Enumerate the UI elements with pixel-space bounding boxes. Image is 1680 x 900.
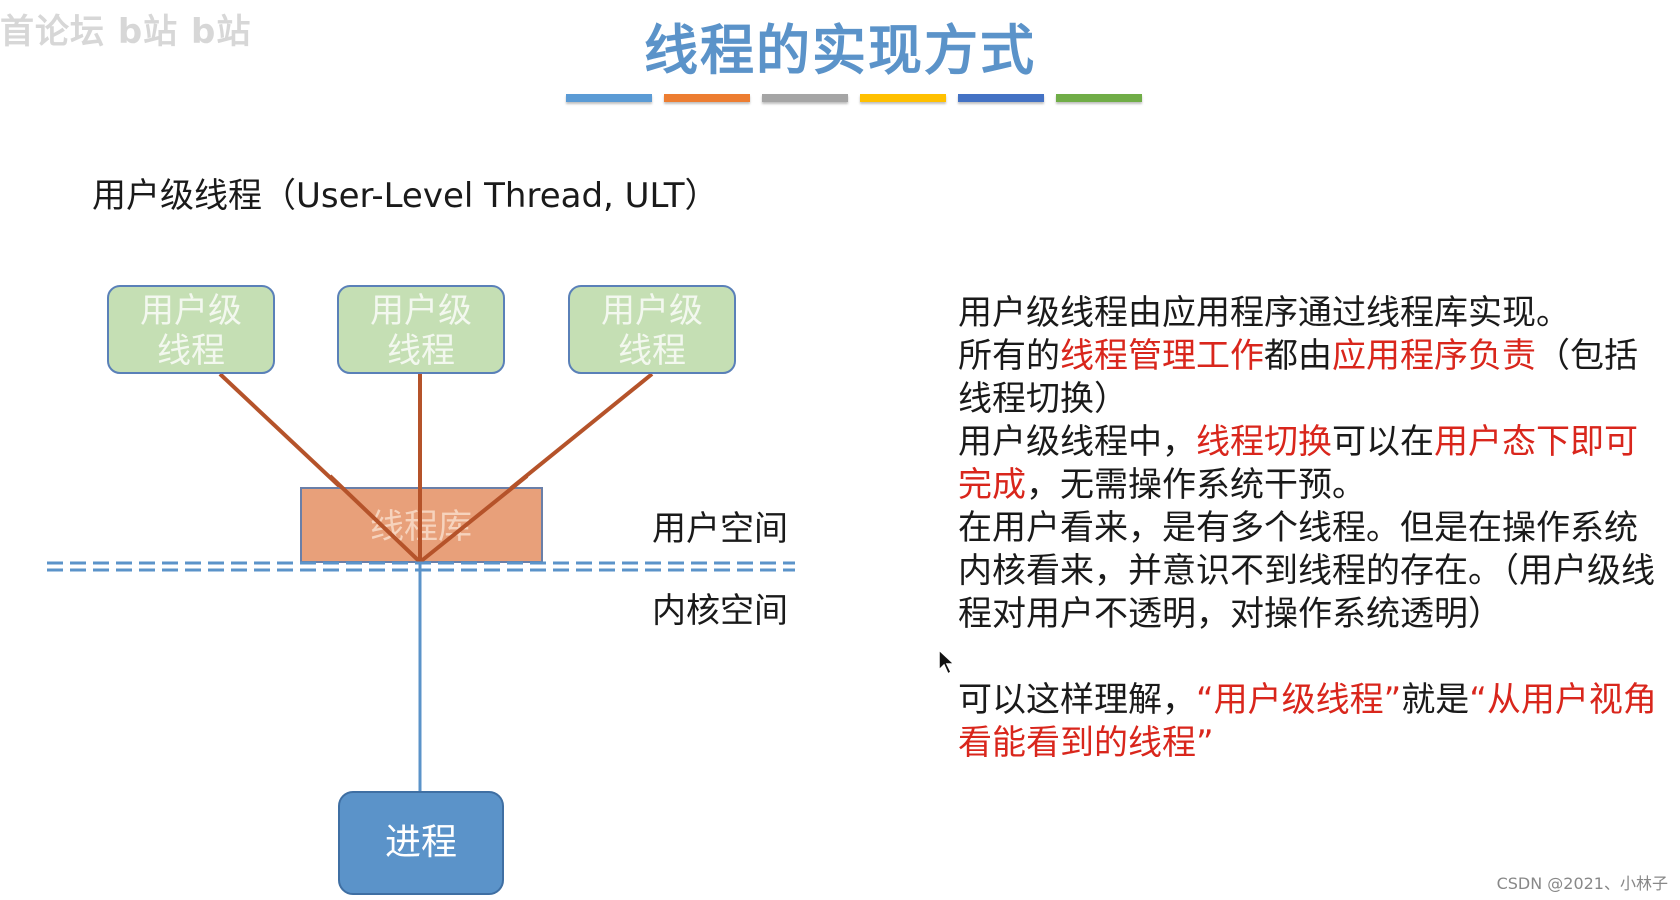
paragraph-spacer	[958, 636, 1658, 679]
title-color-bar-3	[762, 94, 848, 102]
title-color-bar-4	[860, 94, 946, 102]
paragraph-3: 用户级线程中，线程切换可以在用户态下即可完成，无需操作系统干预。	[958, 421, 1658, 507]
paragraph-1: 用户级线程由应用程序通过线程库实现。	[958, 293, 1570, 333]
user-thread-1-line1: 用户级	[140, 291, 242, 331]
paragraph-5-a: 可以这样理解，	[958, 680, 1196, 720]
title-color-bar-6	[1056, 94, 1142, 102]
app-responsible-highlight: 应用程序负责	[1332, 336, 1536, 376]
mouse-cursor-icon	[938, 648, 956, 676]
title-color-bar-5	[958, 94, 1044, 102]
paragraph-5-c: 就是	[1401, 680, 1470, 720]
kernel-space-label: 内核空间	[652, 591, 788, 631]
user-thread-3-box	[568, 285, 736, 374]
title-color-bars	[566, 94, 1142, 102]
thread-management-highlight: 线程管理工作	[1060, 336, 1264, 376]
user-mode-highlight: 用户态下即可完成	[958, 422, 1638, 505]
process-label: 进程	[385, 822, 457, 863]
paragraph-2-e: （包括线程切换）	[958, 336, 1638, 419]
user-space-label: 用户空间	[652, 509, 788, 549]
user-thread-3-line1: 用户级	[601, 291, 703, 331]
watermark: 首论坛 b站 b站	[0, 12, 252, 52]
subtitle: 用户级线程（User-Level Thread, ULT）	[92, 176, 719, 216]
paragraph-2-c: 都由	[1264, 336, 1332, 376]
paragraph-4: 在用户看来，是有多个线程。但是在操作系统内核看来，并意识不到线程的存在。（用户级…	[958, 508, 1655, 634]
user-thread-1: 用户级 线程	[107, 285, 275, 374]
user-thread-1-line2: 线程	[157, 331, 225, 371]
ult-quote-highlight: “用户级线程”	[1196, 680, 1402, 720]
paragraph-2: 所有的线程管理工作都由应用程序负责（包括线程切换）	[958, 335, 1658, 421]
title-color-bar-2	[664, 94, 750, 102]
connector-overlay-3	[418, 474, 529, 564]
user-thread-1-box	[107, 285, 275, 374]
process-box	[338, 791, 504, 895]
title-color-bar-1	[566, 94, 652, 102]
user-thread-3: 用户级 线程	[568, 285, 736, 374]
ult-diagram: 线程库 用户级 线程 用户级 线程 用户级 线程 用户空间 内核空间 进程	[47, 285, 795, 895]
thread-switch-highlight: 线程切换	[1196, 422, 1332, 462]
user-thread-3-line2: 线程	[618, 331, 686, 371]
paragraph-3-a: 用户级线程中，	[958, 422, 1196, 462]
paragraph-3-c: 可以在	[1332, 422, 1434, 462]
paragraph-3-e: ，无需操作系统干预。	[1026, 465, 1366, 505]
paragraph-2-a: 所有的	[958, 336, 1060, 376]
csdn-watermark: CSDN @2021、小林子	[1496, 874, 1668, 893]
user-thread-2-line2: 线程	[387, 331, 455, 371]
explanation-text: 用户级线程由应用程序通过线程库实现。 所有的线程管理工作都由应用程序负责（包括线…	[958, 292, 1658, 765]
slide-title: 线程的实现方式	[644, 19, 1036, 82]
user-thread-2: 用户级 线程	[337, 285, 505, 374]
user-thread-2-line1: 用户级	[370, 291, 472, 331]
paragraph-5: 可以这样理解，“用户级线程”就是“从用户视角看能看到的线程”	[958, 679, 1658, 765]
connector-overlay-1	[328, 474, 422, 564]
user-view-quote-highlight: “从用户视角看能看到的线程”	[958, 680, 1657, 763]
user-thread-2-box	[337, 285, 505, 374]
